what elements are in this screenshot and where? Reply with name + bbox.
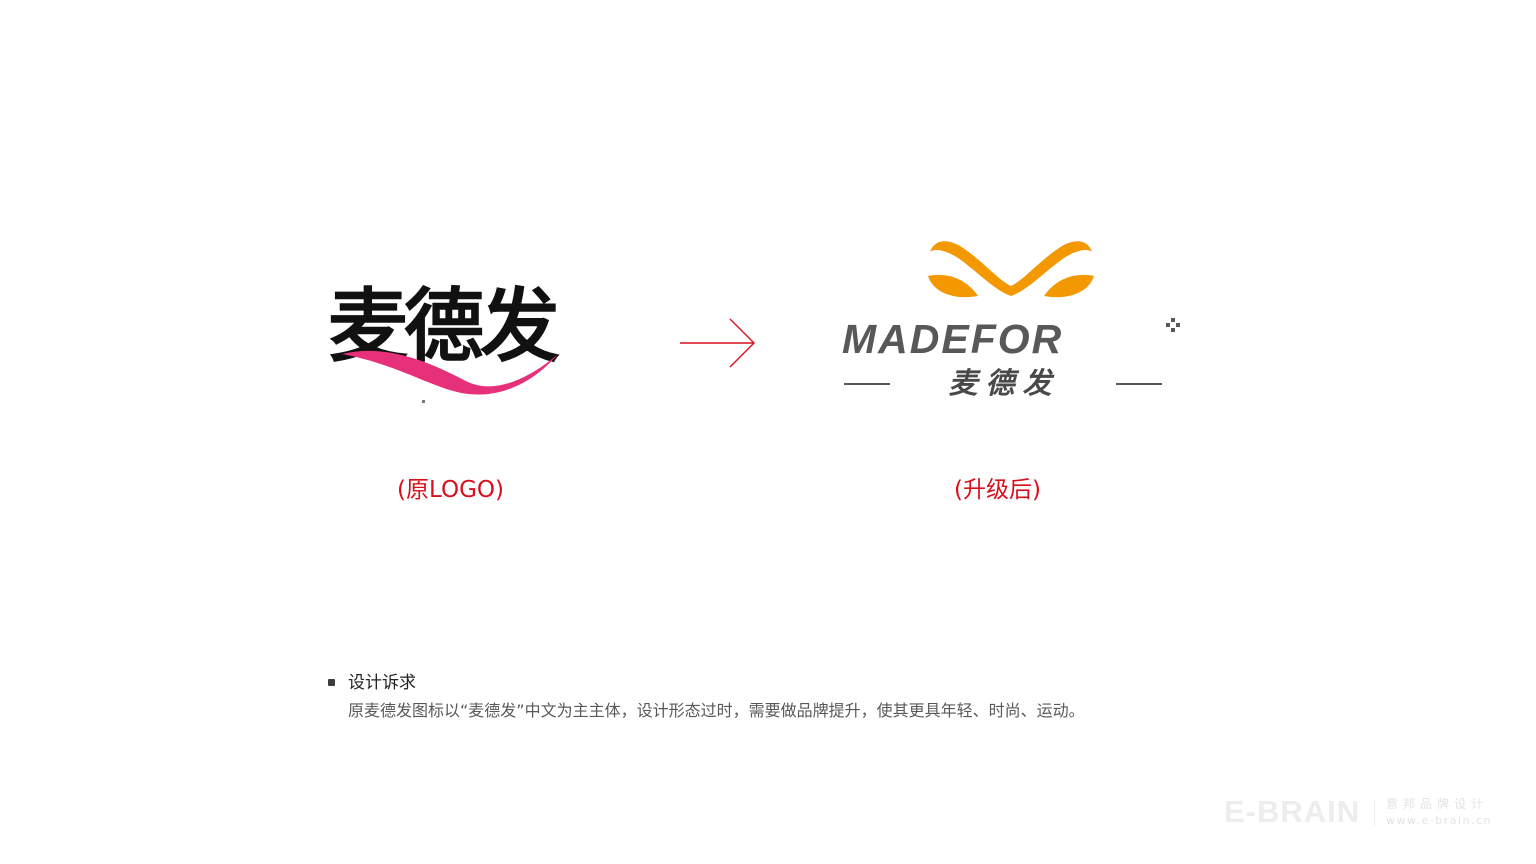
requirement-title: 设计诉求 xyxy=(348,673,416,693)
original-logo: 麦德发 xyxy=(322,272,604,404)
watermark-divider xyxy=(1374,800,1375,826)
watermark-chinese: 意邦品牌设计 xyxy=(1386,797,1489,811)
pink-swoosh-icon xyxy=(342,350,558,403)
brand-watermark: E-BRAIN 意邦品牌设计 www.e-brain.cn xyxy=(1224,794,1514,834)
arrow-right-icon xyxy=(680,318,755,368)
divider-line-right xyxy=(1116,383,1162,385)
requirement-body: 原麦德发图标以“麦德发”中文为主主体，设计形态过时，需要做品牌提升，使其更具年轻… xyxy=(348,701,1085,720)
chinese-name-row: 麦德发 xyxy=(844,366,1162,400)
upgraded-logo: MADEFOR 麦德发 xyxy=(836,228,1186,418)
divider-line-left xyxy=(844,383,890,385)
registered-mark-icon xyxy=(1166,318,1180,332)
original-logo-caption: (原LOGO) xyxy=(397,477,504,503)
bullet-icon xyxy=(328,679,335,686)
m-mark-icon xyxy=(928,241,1094,298)
upgraded-logo-caption: (升级后) xyxy=(954,477,1041,503)
watermark-url: www.e-brain.cn xyxy=(1386,814,1493,827)
madefor-wordmark: MADEFOR xyxy=(842,316,1064,362)
chinese-name: 麦德发 xyxy=(948,366,1060,400)
watermark-brand: E-BRAIN xyxy=(1224,794,1361,829)
